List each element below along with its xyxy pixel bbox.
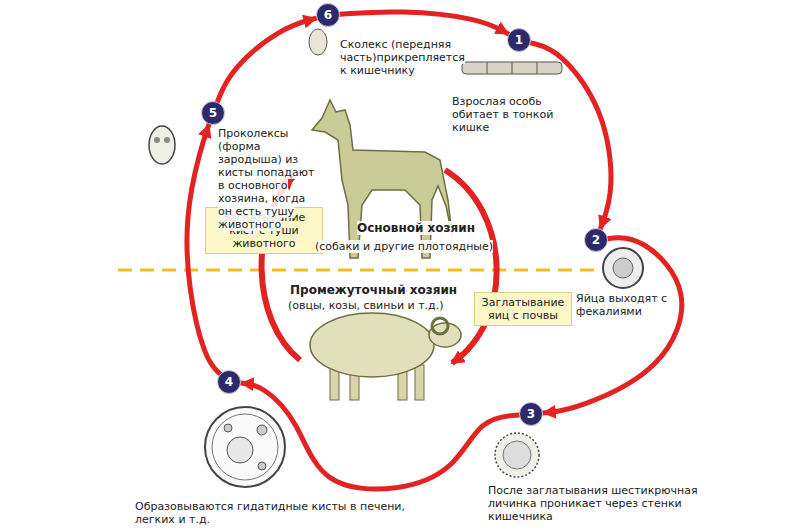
stage-label: (собаки и другие плотоядные): [315, 240, 515, 253]
larva-core: [503, 441, 531, 469]
label-text: Образовываются гидатидные кисты в печени…: [135, 500, 405, 526]
worm-body: [462, 62, 562, 74]
callout-number: 2: [584, 228, 608, 252]
label-text: Сколекс (передняя часть)прикрепляется к …: [340, 38, 465, 77]
sheep-figure: [310, 313, 461, 400]
label-text: Промежуточный хозяин: [290, 283, 457, 297]
callout-number: 3: [519, 402, 543, 426]
egg-figure: [603, 248, 643, 288]
sheep-leg: [415, 365, 424, 400]
label-text: После заглатывания шестикрючная личинка …: [488, 484, 698, 523]
callout-number: 5: [201, 101, 225, 125]
worm-segment: [487, 62, 488, 74]
stage-label: Яйца выходят с фекалиями: [576, 292, 676, 318]
callout-number: 6: [316, 3, 340, 27]
label-text: Основной хозяин: [357, 221, 475, 235]
stage-label: Взрослая особь обитает в тонкой кишке: [452, 95, 584, 134]
adult-worm-figure: [462, 62, 562, 74]
protoscolex-body: [149, 126, 175, 164]
label-text: (овцы, козы, свиньи и т.д.): [288, 299, 444, 312]
hydatid-cyst-figure: [205, 407, 285, 487]
egg-embryo: [613, 258, 633, 278]
sheep-head: [429, 323, 461, 347]
worm-segment: [537, 62, 538, 74]
label-text: Яйца выходят с фекалиями: [576, 292, 667, 318]
stage-label: (овцы, козы, свиньи и т.д.): [288, 299, 488, 312]
larva-figure: [495, 433, 539, 477]
callout-number: 1: [507, 28, 531, 52]
daughter-cyst: [227, 437, 253, 463]
cycle-arrow: [340, 12, 509, 34]
callout-number: 4: [217, 370, 241, 394]
callout-circle: [202, 102, 225, 125]
protoscolex-dot: [258, 462, 266, 470]
scolex-figure: [309, 29, 327, 55]
larva-body: [495, 433, 539, 477]
callout-circle: [508, 29, 531, 52]
label-text: Проколексы (форма зародыша) из кисты поп…: [218, 127, 314, 231]
sucker: [154, 137, 160, 143]
protoscolex-figure: [149, 126, 175, 164]
cyst-layer: [212, 414, 278, 480]
stage-label: Образовываются гидатидные кисты в печени…: [135, 500, 410, 526]
stage-label: Проколексы (форма зародыша) из кисты поп…: [218, 127, 318, 231]
sucker: [164, 137, 170, 143]
stage-label: Сколекс (передняя часть)прикрепляется к …: [340, 38, 458, 77]
transmission-box: Заглатывание яиц с почвы: [474, 292, 572, 326]
cycle-arrow: [531, 43, 611, 229]
protoscolex-dot: [257, 425, 267, 435]
label-text: (собаки и другие плотоядные): [315, 240, 493, 253]
box-text: Заглатывание яиц с почвы: [480, 296, 566, 322]
stage-label: Промежуточный хозяин: [290, 284, 460, 297]
cycle-arrow: [217, 18, 316, 102]
callout-number: 4: [217, 370, 241, 394]
cyst-wall: [205, 407, 285, 487]
callout-circle: [520, 403, 543, 426]
worm-segment: [512, 62, 513, 74]
callout-number: 6: [316, 3, 340, 27]
stage-label: Основной хозяин: [357, 222, 497, 235]
egg-shell: [603, 248, 643, 288]
sheep-horn: [432, 318, 448, 334]
stage-label: После заглатывания шестикрючная личинка …: [488, 484, 700, 523]
sheep-body: [310, 313, 434, 377]
callout-circle: [585, 229, 608, 252]
callout-number: 2: [584, 228, 608, 252]
protoscolex-dot: [224, 424, 232, 432]
callout-number: 3: [519, 402, 543, 426]
callout-circle: [317, 4, 340, 27]
callout-number: 5: [201, 101, 225, 125]
callout-number: 1: [507, 28, 531, 52]
cycle-arrow: [241, 383, 519, 489]
label-text: Взрослая особь обитает в тонкой кишке: [452, 95, 553, 134]
callout-circle: [218, 371, 241, 394]
